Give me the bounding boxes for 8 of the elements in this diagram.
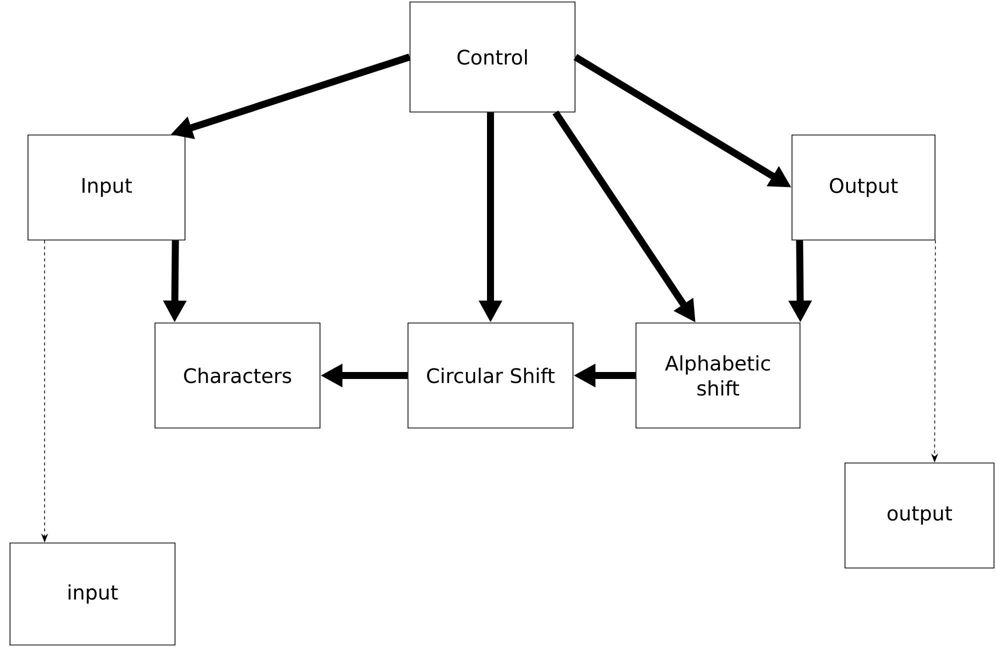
process-box: Circular Shift (408, 322, 574, 428)
process-box: Alphabetic shift (636, 322, 800, 428)
process-box: input (10, 542, 176, 646)
process-box: Characters (154, 322, 320, 428)
process-box: Control (410, 2, 576, 112)
process-box: Output (792, 134, 936, 240)
process-box: Input (28, 134, 186, 240)
process-box: output (844, 462, 994, 568)
